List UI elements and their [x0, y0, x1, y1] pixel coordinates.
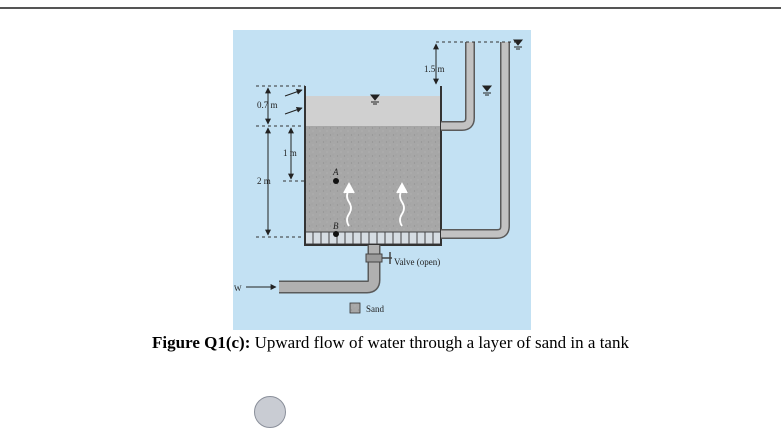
sand-tank-diagram: 1.5 m 0.7 m 1 m 2 m A B Valve (open) W S… [233, 30, 531, 330]
screen-bars [312, 232, 434, 244]
caption-text: Upward flow of water through a layer of … [254, 333, 629, 352]
flow-arrow-left [343, 182, 355, 227]
label-0-7m: 0.7 m [257, 100, 278, 110]
point-b-marker [333, 231, 339, 237]
label-1m: 1 m [283, 148, 297, 158]
water-surface-symbol-tank [369, 94, 381, 105]
top-rule [0, 7, 781, 9]
label-legend-sand: Sand [366, 304, 385, 314]
dashed-reference-lines [256, 41, 520, 238]
legend-sand-swatch [349, 302, 361, 314]
label-point-b: B [333, 221, 339, 231]
flow-arrow-right [396, 182, 408, 227]
bottom-screen [304, 231, 442, 245]
label-point-a: A [332, 167, 339, 177]
caption-label: Figure Q1(c): [152, 333, 251, 352]
valve-icon [365, 252, 392, 264]
label-1-5m: 1.5 m [424, 64, 445, 74]
label-valve: Valve (open) [394, 257, 440, 267]
label-2m: 2 m [257, 176, 271, 186]
label-inflow: W [234, 284, 242, 293]
pointer-arrow-2 [284, 106, 303, 115]
inlet-pipe [279, 245, 381, 294]
seal-emblem [254, 396, 286, 428]
figure-caption: Figure Q1(c): Upward flow of water throu… [0, 333, 781, 353]
water-surface-symbol-upper-pipe [481, 85, 493, 96]
tank-water [305, 96, 441, 126]
upper-standpipe [441, 42, 475, 131]
point-a-marker [333, 178, 339, 184]
pointer-arrow-1 [284, 88, 303, 97]
sand-layer [305, 126, 441, 232]
lower-standpipe [441, 42, 510, 239]
